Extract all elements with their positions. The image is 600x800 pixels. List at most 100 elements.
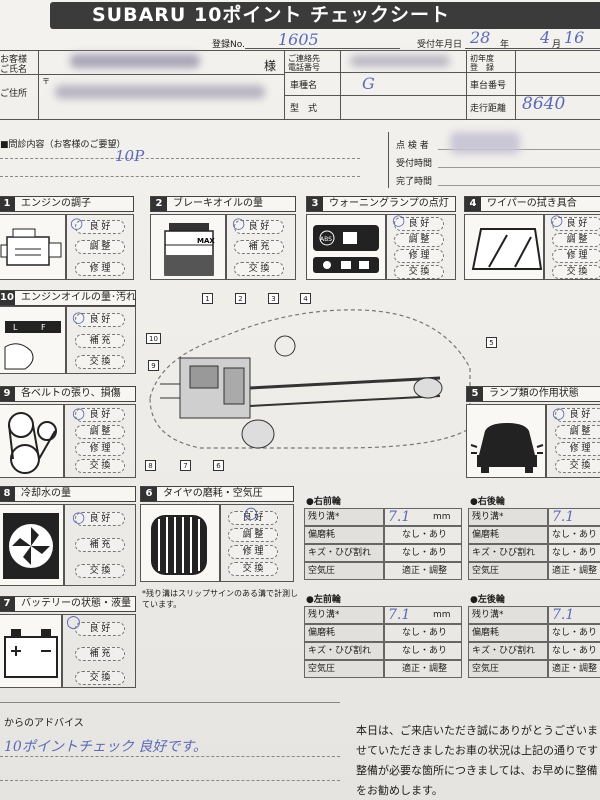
section-10-check-mark: ○: [72, 308, 86, 326]
advice-value: 10ポイントチェック 良好です。: [4, 739, 207, 755]
inquiry-line-2: [0, 176, 360, 177]
section-10-opt-good[interactable]: 良 好: [75, 313, 125, 327]
rr-pressure-value: 適正・調整: [548, 562, 600, 580]
section-7-opt-good[interactable]: 良 好: [75, 622, 125, 636]
section-3-opt-replace[interactable]: 交 換: [394, 265, 444, 279]
section-10-number: 10: [0, 291, 15, 305]
diagram-num-4: 4: [300, 293, 311, 304]
rf-damage-value: なし・あり: [384, 544, 462, 562]
lf-row-damage-label: キズ・ひび割れ: [304, 642, 384, 660]
section-4-opt-replace[interactable]: 交 換: [552, 265, 600, 279]
section-8-opt-refill[interactable]: 補 充: [75, 538, 125, 552]
completed-time-label: 完了時間: [396, 177, 433, 187]
left-front-label: ●左前輪: [306, 595, 341, 605]
section-9-opt-repair[interactable]: 修 理: [75, 442, 125, 456]
section-7-opt-refill[interactable]: 補 充: [75, 647, 125, 661]
section-2-opt-refill[interactable]: 補 充: [234, 240, 284, 254]
contact-label-2: 電話番号: [288, 63, 320, 72]
section-6-opt-replace[interactable]: 交 換: [228, 562, 278, 576]
section-5-opt-replace[interactable]: 交 換: [555, 459, 600, 473]
lr-uneven-value: なし・あり: [548, 624, 600, 642]
right-value-divider: [515, 50, 516, 120]
section-1-label: エンジンの調子: [21, 198, 91, 209]
rf-uneven-value: なし・あり: [384, 526, 462, 544]
rf-row-pressure-label: 空気圧: [304, 562, 384, 580]
mileage-label: 走行距離: [470, 104, 507, 114]
lf-depth-value: 7.1: [388, 607, 411, 623]
section-10-opt-refill[interactable]: 補 充: [75, 334, 125, 348]
coolant-fan-icon: [0, 504, 64, 586]
section-10-options: [66, 306, 136, 374]
section-10-opt-replace[interactable]: 交 換: [75, 355, 125, 369]
rf-row-depth: 7.1 mm: [384, 508, 462, 526]
section-5-check-mark: ○: [552, 404, 566, 422]
contact-value-divider: [340, 50, 341, 120]
section-3-opt-repair[interactable]: 修 理: [394, 249, 444, 263]
section-1-opt-repair[interactable]: 修 理: [75, 262, 125, 276]
section-2-opt-replace[interactable]: 交 換: [234, 262, 284, 276]
lr-row-pressure-label: 空気圧: [468, 660, 548, 678]
diagram-num-3: 3: [268, 293, 279, 304]
section-4-check-mark: ○: [550, 211, 564, 229]
redacted-inspector: [450, 132, 520, 154]
diagram-num-8: 8: [145, 460, 156, 471]
lr-row-depth: 7.1: [548, 606, 600, 624]
contact-divider: [284, 50, 285, 120]
lr-row-depth-label: 残り溝*: [468, 606, 548, 624]
rf-row-damage-label: キズ・ひび割れ: [304, 544, 384, 562]
section-2-number: 2: [151, 197, 167, 211]
advice-top-rule: [0, 702, 340, 703]
section-5-opt-good[interactable]: 良 好: [555, 408, 600, 422]
warning-lamp-icon: ABS: [306, 214, 386, 280]
section-5-opt-adjust[interactable]: 調 整: [555, 425, 600, 439]
reg-no-underline: [245, 48, 400, 49]
section-3-opt-good[interactable]: 良 好: [394, 217, 444, 231]
advice-line-2: [0, 780, 340, 781]
section-8-opt-replace[interactable]: 交 換: [75, 564, 125, 578]
diagram-num-10: 10: [146, 333, 161, 344]
reg-no-label: 登録No.: [212, 40, 245, 50]
section-7-options: [62, 614, 136, 688]
section-1-opt-good[interactable]: 良 好: [75, 220, 125, 234]
car-diagram: [140, 288, 480, 474]
section-5-opt-repair[interactable]: 修 理: [555, 442, 600, 456]
section-7-opt-replace[interactable]: 交 換: [75, 671, 125, 685]
rf-pressure-value: 適正・調整: [384, 562, 462, 580]
section-9-opt-adjust[interactable]: 調 整: [75, 425, 125, 439]
date-month-unit: 月: [552, 40, 562, 50]
lr-damage-value: なし・あり: [548, 642, 600, 660]
reg-no-value: 1605: [278, 30, 319, 49]
section-6-opt-repair[interactable]: 修 理: [228, 545, 278, 559]
section-9-opt-good[interactable]: 良 好: [75, 408, 125, 422]
rr-row-depth-label: 残り溝*: [468, 508, 548, 526]
section-6-opt-good[interactable]: 良 好: [228, 511, 278, 525]
section-4-label: ワイパーの拭き具合: [487, 198, 577, 209]
section-3-label: ウォーニングランプの点灯: [329, 198, 449, 209]
first-reg-label-2: 登 録: [470, 63, 494, 72]
footer-line-4: をお勧めします。: [356, 784, 443, 797]
section-8-opt-good[interactable]: 良 好: [75, 512, 125, 526]
section-4-opt-good[interactable]: 良 好: [552, 217, 600, 231]
rf-depth-value: 7.1: [388, 509, 411, 525]
section-4-opt-repair[interactable]: 修 理: [552, 249, 600, 263]
diagram-num-2: 2: [235, 293, 246, 304]
left-rear-label: ●左後輪: [470, 595, 505, 605]
contact-label-1: ご連絡先: [288, 54, 320, 63]
rf-row-uneven-label: 偏磨耗: [304, 526, 384, 544]
section-9-opt-replace[interactable]: 交 換: [75, 459, 125, 473]
honorific-sama: 様: [264, 59, 277, 73]
section-6-opt-adjust[interactable]: 調 整: [228, 528, 278, 542]
section-1-opt-adjust[interactable]: 調 整: [75, 240, 125, 254]
customer-label-2: ご氏名: [0, 65, 28, 75]
tire-depth-note: *残り溝はスリップサインのある溝で計測しています。: [142, 589, 298, 609]
section-7-label: バッテリーの状態・液量: [21, 598, 131, 609]
right-label-divider: [466, 50, 467, 120]
section-7-check-mark: ○: [66, 612, 81, 632]
section-2-opt-good[interactable]: 良 好: [234, 220, 284, 234]
section-4-opt-adjust[interactable]: 調 整: [552, 233, 600, 247]
redacted-address: [55, 85, 265, 99]
lf-uneven-value: なし・あり: [384, 624, 462, 642]
section-3-opt-adjust[interactable]: 調 整: [394, 233, 444, 247]
